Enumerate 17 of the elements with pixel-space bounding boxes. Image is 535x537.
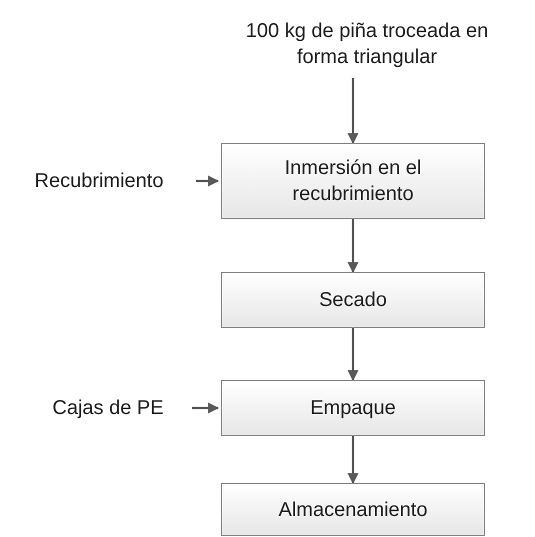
step-label: Almacenamiento [278,498,428,522]
process-box [221,380,485,436]
arrow [348,78,358,144]
arrow [192,402,220,414]
arrow [348,328,358,382]
input-label: Cajas de PE [52,396,164,421]
process-box [221,143,485,219]
step-label: Inmersión en el recubrimiento [284,156,422,207]
input-label: Recubrimiento [34,169,164,194]
arrow [196,176,220,186]
arrow [348,219,358,274]
step-label: Empaque [310,396,396,421]
process-box [221,483,485,536]
arrow [348,436,358,484]
process-box [221,272,485,328]
step-label: Secado [319,288,387,313]
input-label: 100 kg de piña troceada en forma triangular [244,19,490,70]
